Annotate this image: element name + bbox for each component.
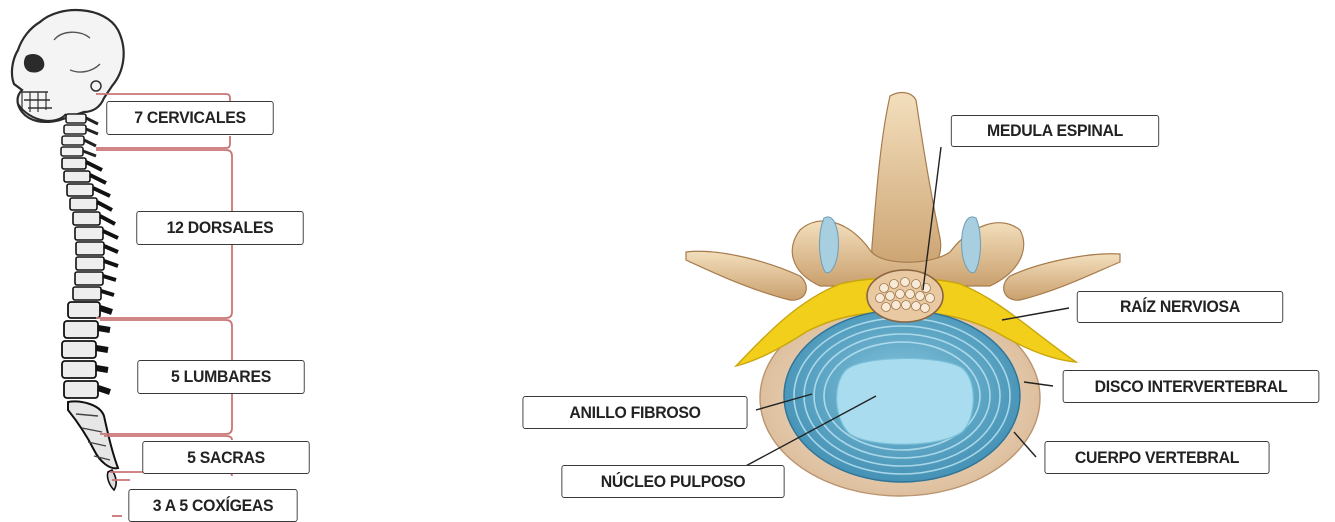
nucleus-pulposus — [837, 358, 974, 444]
vertebra-cross-section — [686, 93, 1120, 496]
label-medula-espinal: MEDULA ESPINAL — [951, 115, 1159, 147]
label-coxigeas: 3 A 5 COXÍGEAS — [128, 489, 297, 522]
label-anillo-fibroso: ANILLO FIBROSO — [522, 396, 747, 429]
label-nucleo-pulposo: NÚCLEO PULPOSO — [561, 465, 784, 498]
label-dorsales: 12 DORSALES — [136, 211, 303, 245]
transverse-process-left — [686, 251, 806, 300]
label-sacras: 5 SACRAS — [142, 441, 309, 474]
label-disco-intervertebral: DISCO INTERVERTEBRAL — [1063, 370, 1320, 403]
label-cervicales: 7 CERVICALES — [106, 101, 273, 135]
label-lumbares: 5 LUMBARES — [137, 360, 304, 394]
spinous-process — [872, 93, 941, 279]
label-cuerpo-vertebral: CUERPO VERTEBRAL — [1044, 441, 1269, 474]
label-raiz-nerviosa: RAÍZ NERVIOSA — [1077, 291, 1283, 323]
